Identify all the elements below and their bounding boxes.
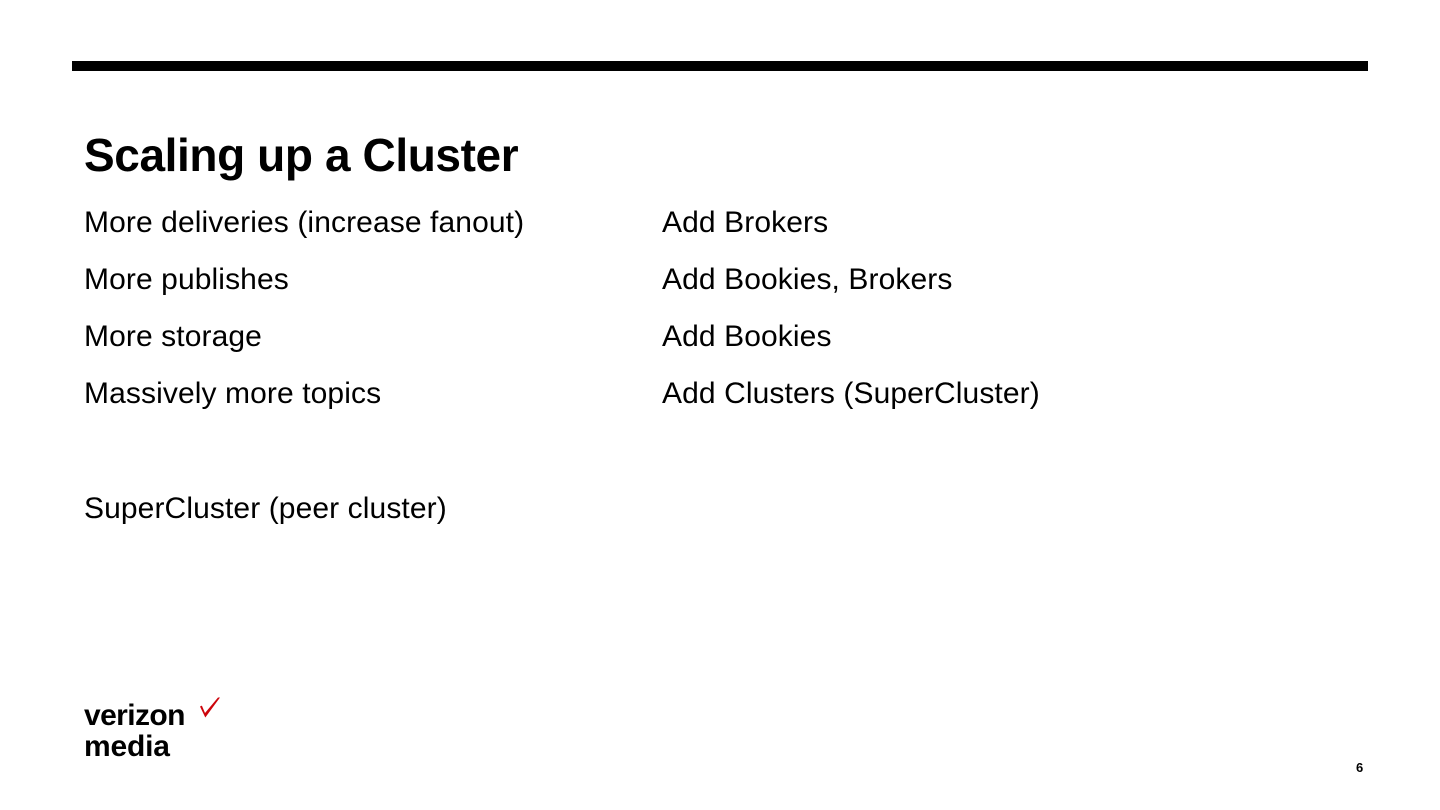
table-row: Massively more topics Add Clusters (Supe… [84, 374, 1184, 431]
row-action: Add Bookies, Brokers [662, 263, 953, 296]
row-action: Add Bookies [662, 320, 832, 353]
logo-word-verizon: verizon [84, 699, 185, 732]
row-need: More publishes [84, 263, 289, 296]
scaling-table: More deliveries (increase fanout) Add Br… [84, 203, 1184, 431]
supercluster-note: SuperCluster (peer cluster) [84, 492, 447, 525]
table-row: More deliveries (increase fanout) Add Br… [84, 203, 1184, 260]
table-row: More storage Add Bookies [84, 317, 1184, 374]
logo-word-media: media [84, 730, 170, 763]
row-need: More storage [84, 320, 262, 353]
check-icon [200, 697, 220, 718]
verizon-media-logo: verizon media [84, 697, 284, 770]
page-title: Scaling up a Cluster [84, 128, 519, 181]
table-row: More publishes Add Bookies, Brokers [84, 260, 1184, 317]
header-rule [72, 61, 1368, 71]
row-need: Massively more topics [84, 377, 382, 410]
page-number: 6 [1356, 760, 1364, 775]
row-action: Add Brokers [662, 206, 829, 239]
row-need: More deliveries (increase fanout) [84, 206, 525, 239]
row-action: Add Clusters (SuperCluster) [662, 377, 1040, 410]
